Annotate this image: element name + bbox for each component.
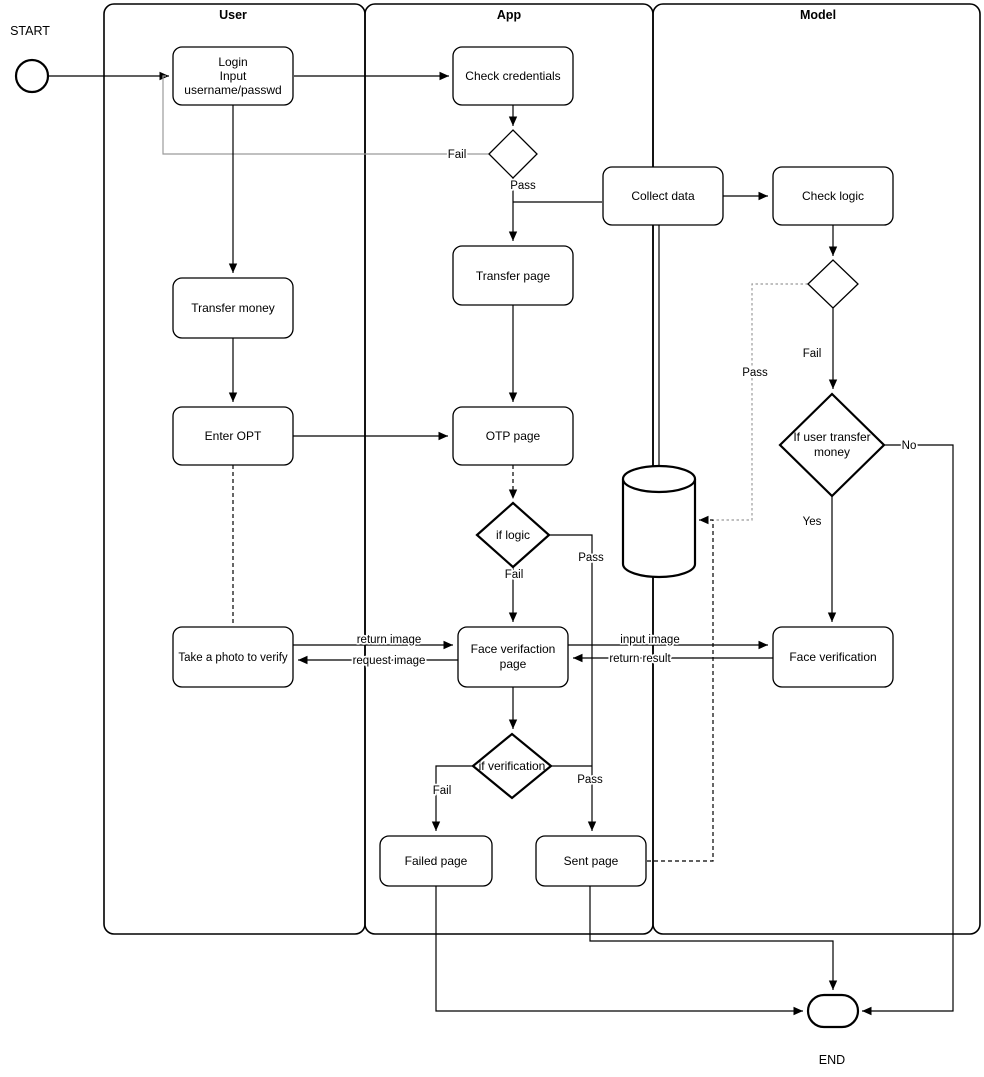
check-logic-box	[772, 166, 894, 226]
face-verification-page-box	[457, 626, 569, 688]
face-verification-page-label-line1: Face verifaction	[471, 642, 556, 656]
swimlane-user[interactable]: User	[103, 3, 366, 935]
login-label-line2: Input	[220, 69, 247, 83]
sent-page-label: Sent page	[564, 854, 619, 868]
enter-opt-label: Enter OPT	[205, 429, 262, 443]
check-credentials-label: Check credentials	[465, 69, 560, 83]
label-credentials-pass: Pass	[510, 180, 536, 192]
node-login[interactable]: Login Input username/passwd	[172, 46, 294, 106]
node-end[interactable]: END	[806, 993, 860, 1067]
start-label: START	[10, 24, 50, 38]
node-database[interactable]	[621, 464, 697, 579]
label-credentials-fail: Fail	[448, 149, 467, 161]
face-verification-page-label-line2: page	[500, 657, 527, 671]
edge-sent-page-to-database	[647, 515, 714, 862]
label-verification-fail: Fail	[433, 785, 452, 797]
start-circle	[14, 58, 50, 94]
swimlane-user-box	[103, 3, 366, 935]
failed-page-label: Failed page	[405, 854, 468, 868]
node-check-logic[interactable]: Check logic	[772, 166, 894, 226]
label-verification-pass: Pass	[577, 774, 603, 786]
label-input-image: input image	[620, 634, 679, 646]
label-transfer-yes: Yes	[803, 516, 822, 528]
label-return-image: return image	[357, 634, 422, 646]
logic-check-decision-diamond	[807, 259, 859, 309]
node-otp-page[interactable]: OTP page	[452, 406, 574, 466]
label-transfer-no: No	[902, 440, 917, 452]
label-return-result: return result	[609, 653, 671, 665]
node-transfer-page[interactable]: Transfer page	[452, 245, 574, 306]
node-if-verification-decision[interactable]: if verification	[471, 732, 553, 800]
transfer-money-label: Transfer money	[191, 301, 275, 315]
enter-opt-box	[172, 406, 294, 466]
label-logic-check-fail: Fail	[803, 348, 822, 360]
node-face-verification-page[interactable]: Face verifaction page	[457, 626, 569, 688]
edge-if-logic-pass-to-sent-page	[549, 534, 597, 831]
edge-verification-fail-to-failed-page	[431, 765, 473, 831]
if-verification-label: if verification	[479, 759, 546, 773]
collect-data-label: Collect data	[631, 189, 695, 203]
if-logic-label: if logic	[496, 528, 530, 542]
edge-sent-page-to-end	[589, 886, 838, 990]
login-label-line1: Login	[218, 55, 247, 69]
swimlane-user-title: User	[219, 8, 247, 22]
take-photo-box	[172, 626, 294, 688]
node-collect-data[interactable]: Collect data	[602, 166, 724, 226]
node-transfer-money[interactable]: Transfer money	[172, 277, 294, 339]
otp-page-label: OTP page	[486, 429, 541, 443]
face-verification-model-label: Face verification	[789, 650, 876, 664]
collect-data-box	[602, 166, 724, 226]
edge-logic-pass-to-database	[714, 283, 808, 521]
node-face-verification-model[interactable]: Face verification	[772, 626, 894, 688]
edge-failed-page-to-end	[435, 886, 803, 1016]
database-cylinder-body	[621, 479, 697, 579]
end-stadium	[806, 993, 860, 1029]
if-logic-diamond	[475, 501, 551, 569]
label-if-logic-pass: Pass	[578, 552, 604, 564]
swimlane-model-title: Model	[800, 8, 836, 22]
node-take-photo[interactable]: Take a photo to verify	[172, 626, 294, 688]
transfer-page-label: Transfer page	[476, 269, 551, 283]
edge-credentials-fail-loop	[162, 75, 489, 155]
swimlane-app-title: App	[497, 8, 522, 22]
node-logic-check-decision[interactable]	[807, 259, 859, 309]
label-if-logic-fail: Fail	[505, 569, 524, 581]
check-credentials-box	[452, 46, 574, 106]
otp-page-box	[452, 406, 574, 466]
if-user-transfer-diamond	[778, 392, 886, 498]
end-label: END	[819, 1053, 845, 1067]
check-logic-label: Check logic	[802, 189, 864, 203]
if-user-transfer-label-line1: If user transfer	[793, 430, 870, 444]
sent-page-box	[535, 835, 647, 887]
edge-transfer-no-to-end	[862, 444, 954, 1016]
transfer-money-box	[172, 277, 294, 339]
login-box	[172, 46, 294, 106]
node-credentials-decision[interactable]	[488, 129, 538, 179]
node-if-logic-decision[interactable]: if logic	[475, 501, 551, 569]
node-if-user-transfer-decision[interactable]: If user transfer money	[778, 392, 886, 498]
if-user-transfer-label-line2: money	[814, 445, 850, 459]
node-start[interactable]: START	[10, 24, 50, 94]
failed-page-box	[379, 835, 493, 887]
label-request-image: request image	[353, 655, 426, 667]
login-label-line3: username/passwd	[184, 83, 281, 97]
take-photo-label: Take a photo to verify	[178, 652, 288, 664]
face-verification-model-box	[772, 626, 894, 688]
node-sent-page[interactable]: Sent page	[535, 835, 647, 887]
if-verification-diamond	[471, 732, 553, 800]
database-cylinder-top	[621, 464, 697, 494]
node-check-credentials[interactable]: Check credentials	[452, 46, 574, 106]
label-logic-check-pass: Pass	[742, 367, 768, 379]
transfer-page-box	[452, 245, 574, 306]
node-enter-opt[interactable]: Enter OPT	[172, 406, 294, 466]
credentials-decision-diamond	[488, 129, 538, 179]
node-failed-page[interactable]: Failed page	[379, 835, 493, 887]
